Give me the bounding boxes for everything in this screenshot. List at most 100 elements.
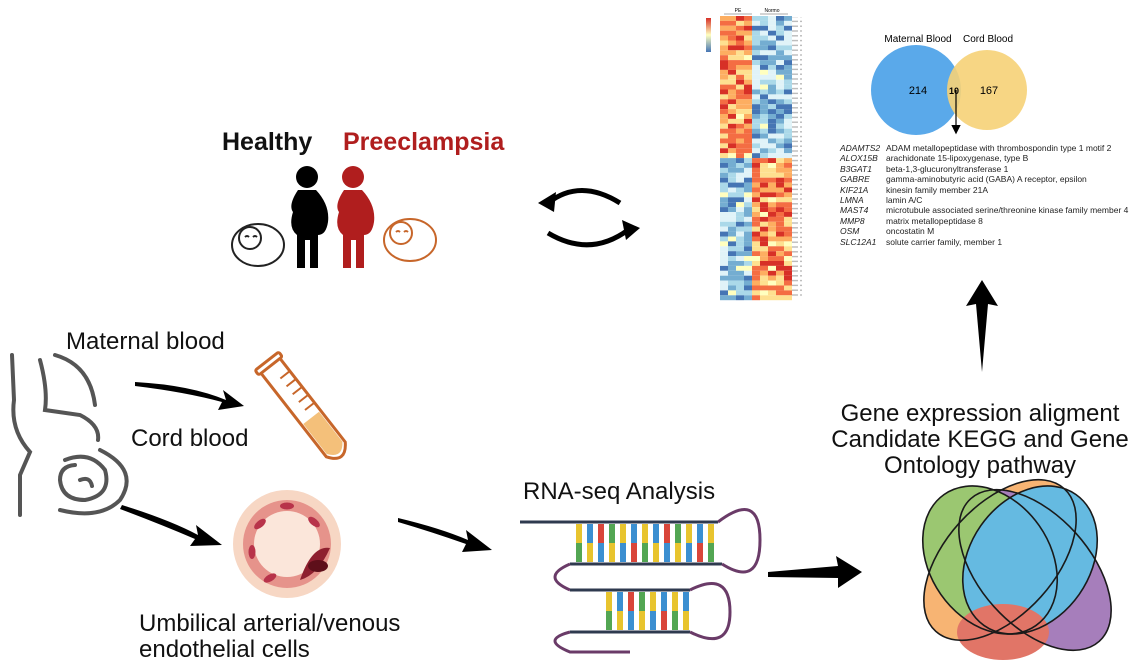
heatmap-cell <box>744 138 752 144</box>
heatmap-cell <box>784 290 792 296</box>
heatmap-cell <box>776 261 784 266</box>
heatmap-cell <box>744 202 752 208</box>
base-pair-bar <box>587 524 593 543</box>
heatmap-cell <box>736 177 744 183</box>
heatmap-cell <box>720 197 728 203</box>
heatmap-cell <box>776 55 784 61</box>
healthy-baby-icon <box>231 223 285 267</box>
heatmap-cell <box>768 30 776 36</box>
heatmap-cell <box>744 285 752 291</box>
heatmap-cell <box>776 197 784 203</box>
heatmap-cell <box>752 79 760 85</box>
heatmap-cell <box>728 251 736 257</box>
heatmap-cell <box>752 118 760 124</box>
heatmap-cell <box>776 172 784 178</box>
heatmap-cell <box>720 172 728 178</box>
heatmap-cell <box>744 231 752 237</box>
heatmap-cell <box>760 202 768 208</box>
heatmap-cell <box>720 251 728 257</box>
heatmap-cell <box>784 212 792 217</box>
heatmap-row-labels <box>792 17 802 299</box>
four-set-venn-icon <box>922 479 1112 660</box>
base-pair-bar <box>642 543 648 562</box>
heatmap-cell <box>720 177 728 183</box>
heatmap-cell <box>744 109 752 114</box>
heatmap-cell <box>736 148 744 154</box>
heatmap-cell <box>728 197 736 203</box>
heatmap-cell <box>784 84 792 90</box>
heatmap-cell <box>752 182 760 188</box>
heatmap-cell <box>768 89 776 95</box>
heatmap-cell <box>784 182 792 188</box>
heatmap-cell <box>720 65 728 70</box>
heatmap-cell <box>736 221 744 227</box>
heatmap-cell <box>760 182 768 188</box>
heatmap-cell <box>784 104 792 110</box>
heatmap-cell <box>720 50 728 56</box>
heatmap-cell <box>728 182 736 188</box>
heatmap-cell <box>720 158 728 163</box>
gene-description: oncostatin M <box>886 226 935 237</box>
heatmap-cell <box>720 79 728 85</box>
heatmap-cell <box>744 65 752 70</box>
heatmap-cell <box>752 133 760 139</box>
heatmap-cell <box>784 158 792 163</box>
heatmap-cell <box>752 40 760 46</box>
heatmap-cell <box>752 231 760 237</box>
heatmap-cell <box>728 89 736 95</box>
heatmap-cell <box>744 16 752 21</box>
heatmap-cell <box>752 143 760 149</box>
heatmap-cell <box>776 295 784 301</box>
heatmap-cell <box>776 123 784 129</box>
base-pair-bar <box>631 543 637 562</box>
base-pair-bar <box>650 592 656 611</box>
heatmap-cell <box>768 69 776 75</box>
heatmap-cell <box>744 40 752 46</box>
heatmap-cell <box>728 143 736 149</box>
heatmap-cell <box>768 187 776 193</box>
heatmap-cell <box>736 290 744 296</box>
heatmap-cell <box>760 148 768 154</box>
heatmap-cell <box>728 226 736 232</box>
heatmap-cell <box>752 123 760 129</box>
heatmap-cell <box>768 192 776 198</box>
heatmap-cell <box>736 60 744 65</box>
heatmap-cell <box>720 187 728 193</box>
heatmap-cell <box>784 20 792 26</box>
heatmap-cell <box>728 192 736 198</box>
base-pair-bar <box>631 524 637 543</box>
heatmap-cell <box>768 138 776 144</box>
heatmap-cell <box>768 182 776 188</box>
heatmap-cell <box>744 187 752 193</box>
heatmap-cell <box>784 65 792 70</box>
heatmap-cell <box>736 236 744 242</box>
heatmap <box>718 15 792 301</box>
venn-label-cord: Cord Blood <box>963 34 1013 45</box>
heatmap-cell <box>736 265 744 271</box>
base-pair-bar <box>598 543 604 562</box>
heatmap-cell <box>784 241 792 247</box>
heatmap-cell <box>784 207 792 212</box>
heatmap-cell <box>736 109 744 114</box>
heatmap-cell <box>760 60 768 65</box>
heatmap-cell <box>728 55 736 61</box>
heatmap-cell <box>776 158 784 163</box>
preeclampsia-label: Preeclampsia <box>343 128 505 156</box>
heatmap-cell <box>736 192 744 198</box>
heatmap-cell <box>736 74 744 80</box>
heatmap-cell <box>784 167 792 173</box>
heatmap-cell <box>744 60 752 65</box>
heatmap-cell <box>768 256 776 261</box>
base-pair-bar <box>576 543 582 562</box>
heatmap-cell <box>752 69 760 75</box>
heatmap-cell <box>728 207 736 212</box>
heatmap-cell <box>768 60 776 65</box>
base-pair-bar <box>576 524 582 543</box>
heatmap-cell <box>744 20 752 26</box>
heatmap-cell <box>776 241 784 247</box>
gene-symbol: LMNA <box>840 195 864 206</box>
heatmap-cell <box>728 123 736 129</box>
